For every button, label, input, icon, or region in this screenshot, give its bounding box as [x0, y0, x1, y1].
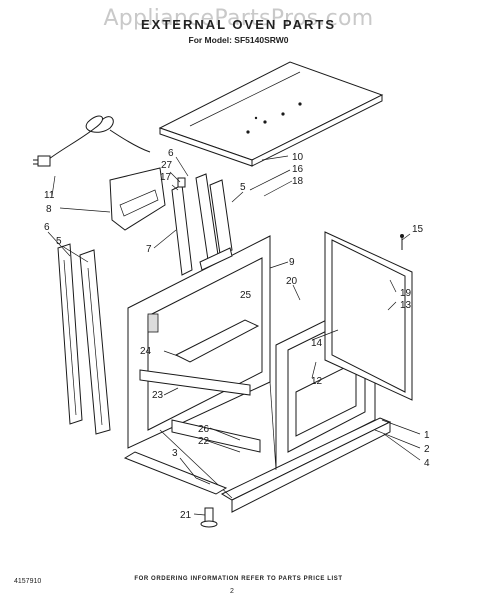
callout-5-left: 5: [56, 236, 62, 247]
callout-labels: 11 8 6 5 6 27 17 7 10 16 18 5 9 20 25 15…: [44, 148, 430, 521]
callout-1: 1: [424, 430, 430, 441]
callout-12: 12: [311, 376, 323, 387]
callout-10: 10: [292, 152, 304, 163]
callout-5-mid: 5: [240, 182, 246, 193]
callout-9: 9: [289, 257, 295, 268]
callout-24: 24: [140, 346, 152, 357]
model-line: For Model: SF5140SRW0: [188, 35, 289, 45]
callout-15: 15: [412, 224, 424, 235]
callout-6-left: 6: [44, 222, 50, 233]
callout-27: 27: [161, 160, 173, 171]
callout-20: 20: [286, 276, 298, 287]
leader-lines: [47, 155, 421, 516]
callout-8: 8: [46, 204, 52, 215]
watermark: AppliancePartsPros.com: [103, 6, 374, 31]
callout-17: 17: [160, 172, 172, 183]
cabinet-body: [127, 231, 413, 513]
callout-3: 3: [172, 448, 178, 459]
kick-panel: [123, 451, 228, 495]
leveling-leg: [200, 507, 218, 528]
callout-26: 26: [198, 424, 210, 435]
callout-11: 11: [44, 190, 55, 201]
callout-22: 22: [198, 436, 210, 447]
ordering-note: FOR ORDERING INFORMATION REFER TO PARTS …: [134, 576, 343, 582]
callout-13: 13: [400, 300, 412, 311]
drawing-number: 4157910: [14, 578, 42, 585]
callout-19: 19: [400, 288, 412, 299]
top-cover: [158, 61, 384, 167]
callout-14: 14: [311, 338, 323, 349]
callout-7: 7: [146, 244, 152, 255]
screw: [400, 234, 404, 250]
vent-shield: [109, 167, 166, 231]
page-number: 2: [230, 588, 234, 595]
power-cord: [33, 115, 151, 167]
callout-21: 21: [180, 510, 192, 521]
diagram-title: EXTERNAL OVEN PARTS: [141, 17, 336, 32]
callout-16: 16: [292, 164, 304, 175]
callout-18: 18: [292, 176, 304, 187]
callout-4: 4: [424, 458, 430, 469]
callout-2: 2: [424, 444, 430, 455]
callout-25: 25: [240, 290, 252, 301]
callout-6-mid: 6: [168, 148, 174, 159]
callout-23: 23: [152, 390, 164, 401]
left-side-panels: [57, 243, 111, 435]
